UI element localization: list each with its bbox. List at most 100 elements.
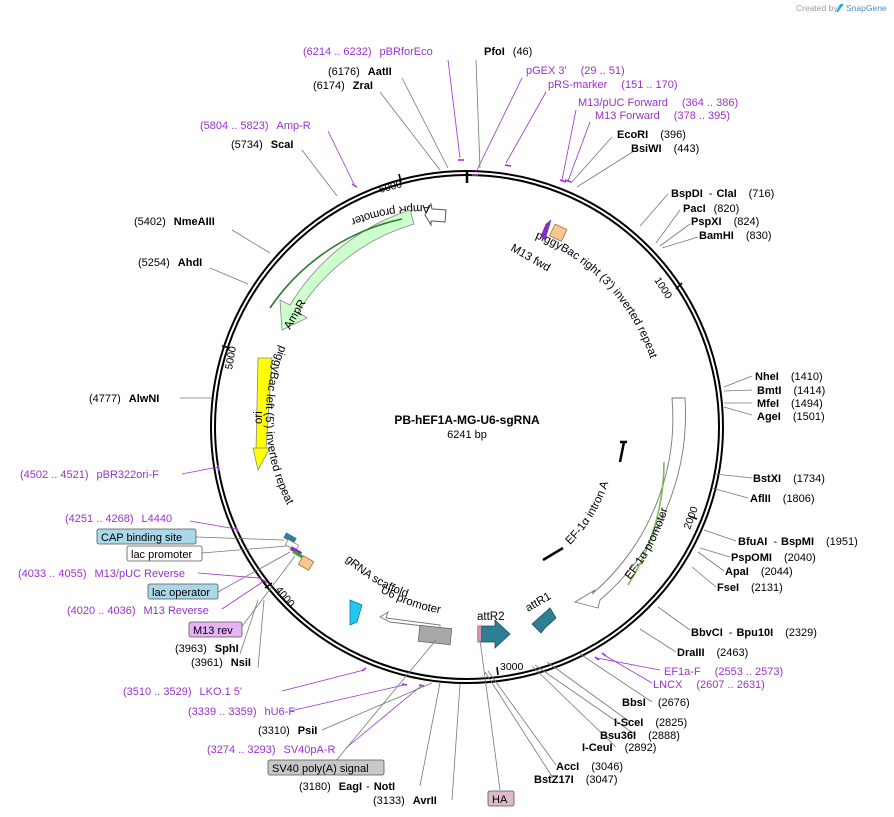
snapgene-logo-icon — [836, 4, 844, 12]
primer-prs-marker: pRS-marker(151 .. 170) — [548, 79, 678, 91]
ori-arrow-head — [252, 447, 271, 472]
attr1-arrow[interactable] — [531, 607, 557, 634]
primer-hu6-f: (3339 .. 3359)hU6-F — [188, 706, 295, 718]
tick-marks — [221, 173, 698, 676]
primer-ef1a-f: EF1a-F(2553 .. 2573) — [664, 666, 783, 678]
svg-text:HA: HA — [492, 794, 508, 806]
site-mfei: MfeI(1494) — [757, 398, 823, 410]
site-pfoi: PfoI(46) — [484, 46, 532, 58]
ampr-promoter-arrow — [424, 202, 447, 227]
m13-fwd-arrow — [540, 219, 552, 241]
primer-leader-lines — [181, 59, 661, 749]
site-acci: AccI(3046) — [556, 761, 623, 773]
svg-text:lac operator: lac operator — [152, 587, 210, 599]
lac-feature-cluster — [283, 532, 315, 571]
badge-leader-lines — [195, 536, 501, 791]
badge-ha[interactable]: HA — [487, 790, 515, 807]
primer-sv40pa-r: (3274 .. 3293)SV40pA-R — [207, 744, 336, 756]
site-bsiwi: BsiWI(443) — [631, 143, 699, 155]
site-draiii: DraIII(2463) — [677, 647, 748, 659]
site-fsei: FseI(2131) — [717, 582, 783, 594]
grna-label: gRNA scaffold — [343, 553, 410, 600]
site-apai: ApaI(2044) — [725, 566, 793, 578]
primer-pbrforeco: (6214 .. 6232)pBRforEco — [303, 46, 433, 58]
svg-text:M13 rev: M13 rev — [193, 625, 233, 637]
attr2-ha-stripe — [477, 626, 481, 642]
site-bstz17i: BstZ17I(3047) — [534, 774, 618, 786]
ef1a-intron-line-bottom — [542, 546, 564, 562]
sv40-polya-box[interactable] — [417, 624, 453, 646]
attr2-arrow[interactable] — [477, 619, 511, 649]
plasmid-length: 6241 bp — [447, 429, 487, 441]
site-ecori: EcoRI(396) — [617, 129, 686, 141]
site-paci: PacI(820) — [683, 203, 739, 215]
attr2-label: attR2 — [477, 611, 505, 623]
site-nsii: (3961)NsiI — [191, 657, 251, 669]
site-bmti: BmtI(1414) — [757, 385, 825, 397]
ef1a-promoter-arrow[interactable] — [573, 397, 686, 609]
svg-text:lac promoter: lac promoter — [131, 549, 192, 561]
site-zrai: (6174)ZraI — [313, 80, 373, 92]
pb-right-label: piggyBac right (3') inverted repeat — [534, 230, 659, 361]
site-i-ceui: I-CeuI(2892) — [582, 742, 656, 754]
site-bstxi: BstXI(1734) — [753, 473, 825, 485]
primer-l4440: (4251 .. 4268)L4440 — [65, 513, 172, 525]
site-bbvci-bpu10i: BbvCI-Bpu10I(2329) — [691, 627, 817, 639]
site-pspxi: PspXI(824) — [691, 216, 759, 228]
site-bfuai-bspmi: BfuAI-BspMI(1951) — [738, 536, 858, 548]
badge-cap-binding-site[interactable]: CAP binding site — [96, 528, 197, 545]
site-i-scei: I-SceI(2825) — [614, 717, 687, 729]
m13-fwd-label: M13 fwd — [509, 242, 553, 274]
badge-lac-promoter[interactable]: lac promoter — [126, 545, 203, 562]
credit-text: Created by — [796, 3, 838, 13]
primer-lncx: LNCX(2607 .. 2631) — [653, 679, 765, 691]
primer-m13-forward: M13 Forward(378 .. 395) — [595, 110, 730, 122]
site-bbsi: BbsI(2676) — [622, 697, 690, 709]
site-ahdi: (5254)AhdI — [138, 257, 202, 269]
u6-promoter-arrow[interactable] — [379, 610, 441, 629]
primer-m13-puc-reverse: (4033 .. 4055)M13/pUC Reverse — [18, 568, 185, 580]
svg-text:CAP binding site: CAP binding site — [101, 532, 182, 544]
ef1a-intron-label: EF-1α intron A — [564, 479, 612, 547]
svg-text:SV40 poly(A) signal: SV40 poly(A) signal — [272, 763, 369, 775]
ampr-cds-line — [269, 218, 403, 309]
primer-pgex3: pGEX 3'(29 .. 51) — [526, 65, 625, 77]
badge-m13-rev[interactable]: M13 rev — [188, 621, 243, 638]
ori-label: ori — [253, 411, 265, 424]
primer-m13-reverse: (4020 .. 4036)M13 Reverse — [67, 605, 209, 617]
ef1a-intron-line-top — [618, 440, 627, 463]
site-bsu36i: Bsu36I(2888) — [600, 730, 680, 742]
site-nhei: NheI(1410) — [755, 371, 823, 383]
primer-lko1-5: (3510 .. 3529)LKO.1 5' — [123, 686, 242, 698]
site-avrii: (3133)AvrII — [373, 795, 437, 807]
site-aatii: (6176)AatII — [328, 66, 392, 78]
primer-pbr322ori-f: (4502 .. 4521)pBR322ori-F — [20, 469, 159, 481]
site-eagi-noti: (3180)EagI-NotI — [299, 781, 395, 793]
credit-brand: SnapGene — [846, 3, 887, 13]
site-sphi: (3963)SphI — [175, 643, 239, 655]
site-pspomi: PspOMI(2040) — [731, 552, 816, 564]
tick-label-5000: 5000 — [223, 345, 239, 370]
site-nmeaiii: (5402)NmeAIII — [134, 216, 215, 228]
badge-lac-operator[interactable]: lac operator — [147, 583, 219, 600]
primer-m13-puc-forward: M13/pUC Forward(364 .. 386) — [578, 97, 738, 109]
site-scai: (5734)ScaI — [231, 139, 293, 151]
tick-label-3000: 3000 — [500, 661, 524, 673]
site-alwni: (4777)AlwNI — [89, 393, 159, 405]
site-aflii: AflII(1806) — [750, 493, 815, 505]
badge-sv40-polya-signal[interactable]: SV40 poly(A) signal — [267, 759, 385, 776]
plasmid-name: PB-hEF1A-MG-U6-sgRNA — [394, 413, 540, 427]
pb-right-box — [549, 223, 568, 242]
grna-arrow[interactable] — [349, 599, 363, 626]
site-agei: AgeI(1501) — [757, 411, 825, 423]
site-bspdi-clai: BspDI-ClaI(716) — [671, 188, 774, 200]
ampr-arrow[interactable] — [279, 209, 415, 331]
tick-label-6000: 6000 — [378, 178, 404, 196]
site-leader-lines — [180, 59, 753, 801]
site-psii: (3310)PsiI — [258, 725, 317, 737]
ef1a-promoter-label: EF-1α promoter — [623, 506, 671, 582]
ef1a-promoter-highlight — [627, 461, 665, 586]
site-bamhi: BamHI(830) — [699, 230, 772, 242]
primer-amp-r: (5804 .. 5823)Amp-R — [200, 120, 311, 132]
